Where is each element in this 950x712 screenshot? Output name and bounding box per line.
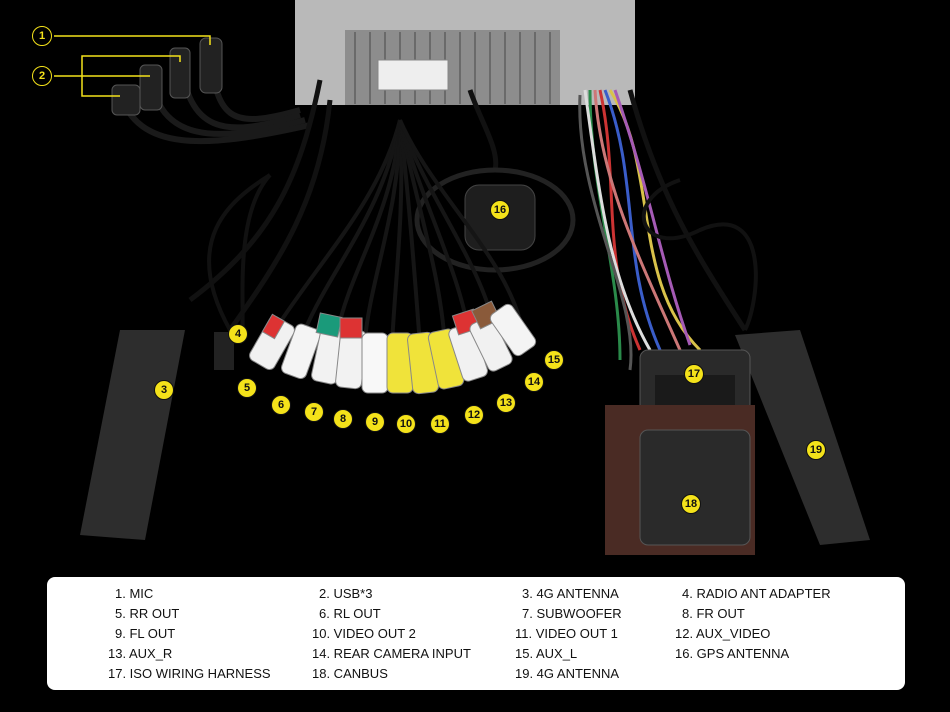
legend-item-7: 7. SUBWOOFER (522, 606, 622, 621)
legend-item-9: 9. FL OUT (115, 626, 176, 641)
legend-item-17: 17. ISO WIRING HARNESS (108, 666, 271, 681)
callout-leaders (54, 35, 211, 97)
legend-item-14: 14. REAR CAMERA INPUT (312, 646, 471, 661)
legend-item-19: 19. 4G ANTENNA (515, 666, 620, 681)
callout-7: 7 (304, 402, 324, 422)
legend-panel: 1. MIC 2. USB*3 3. 4G ANTENNA 4. RADIO A… (47, 577, 905, 690)
callout-15: 15 (544, 350, 564, 370)
legend-item-3: 3. 4G ANTENNA (522, 586, 619, 601)
callout-9: 9 (365, 412, 385, 432)
callout-8: 8 (333, 409, 353, 429)
legend-item-15: 15. AUX_L (515, 646, 578, 661)
callout-12: 12 (464, 405, 484, 425)
wiring-photo: 1 2 3 4 5 6 7 8 9 10 11 12 13 14 15 16 1… (32, 0, 870, 555)
legend-item-16: 16. GPS ANTENNA (675, 646, 790, 661)
callout-11: 11 (430, 414, 450, 434)
legend-item-10: 10. VIDEO OUT 2 (312, 626, 416, 641)
callout-1: 1 (32, 26, 52, 46)
callout-19: 19 (806, 440, 826, 460)
callout-13: 13 (496, 393, 516, 413)
callout-16: 16 (490, 200, 510, 220)
antenna-19-body (735, 330, 870, 545)
callout-17: 17 (684, 364, 704, 384)
legend-item-8: 8. FR OUT (682, 606, 745, 621)
callout-14: 14 (524, 372, 544, 392)
callout-6: 6 (271, 395, 291, 415)
legend-item-5: 5. RR OUT (115, 606, 180, 621)
legend-item-12: 12. AUX_VIDEO (675, 626, 771, 641)
callout-18: 18 (681, 494, 701, 514)
callout-10: 10 (396, 414, 416, 434)
wiring-illustration (80, 0, 870, 555)
legend-item-6: 6. RL OUT (319, 606, 381, 621)
callout-2: 2 (32, 66, 52, 86)
callout-5: 5 (237, 378, 257, 398)
legend-item-1: 1. MIC (115, 586, 154, 601)
callout-3: 3 (154, 380, 174, 400)
connector-block (377, 59, 449, 91)
legend-item-13: 13. AUX_R (108, 646, 173, 661)
legend-item-11: 11. VIDEO OUT 1 (515, 626, 618, 641)
callout-4: 4 (228, 324, 248, 344)
legend-item-2: 2. USB*3 (319, 586, 373, 601)
legend-item-4: 4. RADIO ANT ADAPTER (682, 586, 831, 601)
legend-item-18: 18. CANBUS (312, 666, 388, 681)
